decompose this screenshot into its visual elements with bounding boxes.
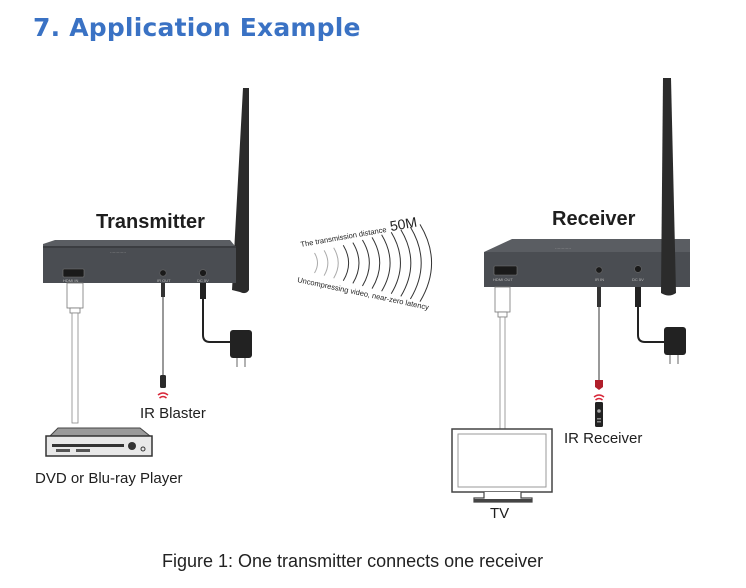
distance-value: 50M <box>389 214 419 234</box>
transmitter-antenna <box>232 88 249 294</box>
wave-arc <box>333 247 339 279</box>
transmitter-unit: ············ HDMI IN IR OUT DC 5V <box>43 88 252 457</box>
ir-out-port <box>159 269 167 277</box>
ir-blaster-cable <box>157 283 169 399</box>
ir-out-port-label: IR OUT <box>157 278 171 283</box>
ir-receiver-cable <box>593 287 605 427</box>
hdmi-cable-transmitter <box>66 282 84 424</box>
wave-arc <box>419 224 433 302</box>
power-adapter-receiver <box>664 327 686 355</box>
section-title: 7. Application Example <box>33 13 361 42</box>
ir-receive-signal-icon <box>593 394 605 401</box>
receiver-title: Receiver <box>552 208 636 230</box>
hdmi-in-port <box>62 268 85 278</box>
dc-port-receiver-label: DC 5V <box>632 277 644 282</box>
wave-arc <box>342 244 350 282</box>
wave-arc <box>362 239 370 287</box>
latency-text: Uncompressing video, near-zero latency <box>297 275 430 312</box>
receiver-unit: ············ HDMI OUT IR IN DC 5V <box>451 78 690 503</box>
dvd-player-label: DVD or Blu-ray Player <box>35 470 183 487</box>
receiver-body-front <box>484 252 690 287</box>
wave-arc <box>409 226 422 300</box>
wave-arc <box>314 252 318 274</box>
transmitter-title: Transmitter <box>96 211 205 233</box>
dc-port-receiver <box>634 265 642 273</box>
wave-arc <box>323 250 329 276</box>
wave-arc <box>390 231 401 295</box>
power-cable-receiver <box>635 287 686 364</box>
wave-arc <box>352 242 360 284</box>
hdmi-in-port-label: HDMI IN <box>63 278 78 283</box>
wave-arc <box>381 234 391 292</box>
receiver-antenna <box>661 78 676 296</box>
hdmi-cable-receiver <box>494 286 511 430</box>
power-cable-transmitter <box>200 283 252 367</box>
distance-text: The transmission distance 50M <box>299 214 418 250</box>
ir-receiver-label: IR Receiver <box>564 430 643 447</box>
wave-arc <box>371 237 381 289</box>
receiver-model-text: ············ <box>555 246 571 251</box>
ir-blaster-label: IR Blaster <box>140 405 206 422</box>
ir-in-port-label: IR IN <box>595 277 604 282</box>
transmitter-model-text: ············ <box>110 250 126 255</box>
wave-arc <box>400 229 412 297</box>
dc-port-transmitter-label: DC 5V <box>197 278 209 283</box>
wireless-signal-waves <box>314 224 433 302</box>
ir-in-port <box>595 266 603 274</box>
figure-caption: Figure 1: One transmitter connects one r… <box>162 551 544 571</box>
tv-icon <box>451 428 553 503</box>
ir-signal-icon <box>157 392 169 399</box>
hdmi-out-port-label: HDMI OUT <box>493 277 513 282</box>
dc-port-transmitter <box>199 269 207 277</box>
hdmi-out-port <box>493 265 518 276</box>
remote-control-icon <box>595 402 603 427</box>
tv-label: TV <box>490 505 510 522</box>
power-adapter-transmitter <box>230 330 252 358</box>
receiver-body-top <box>484 239 690 252</box>
dvd-player-icon <box>45 427 153 457</box>
